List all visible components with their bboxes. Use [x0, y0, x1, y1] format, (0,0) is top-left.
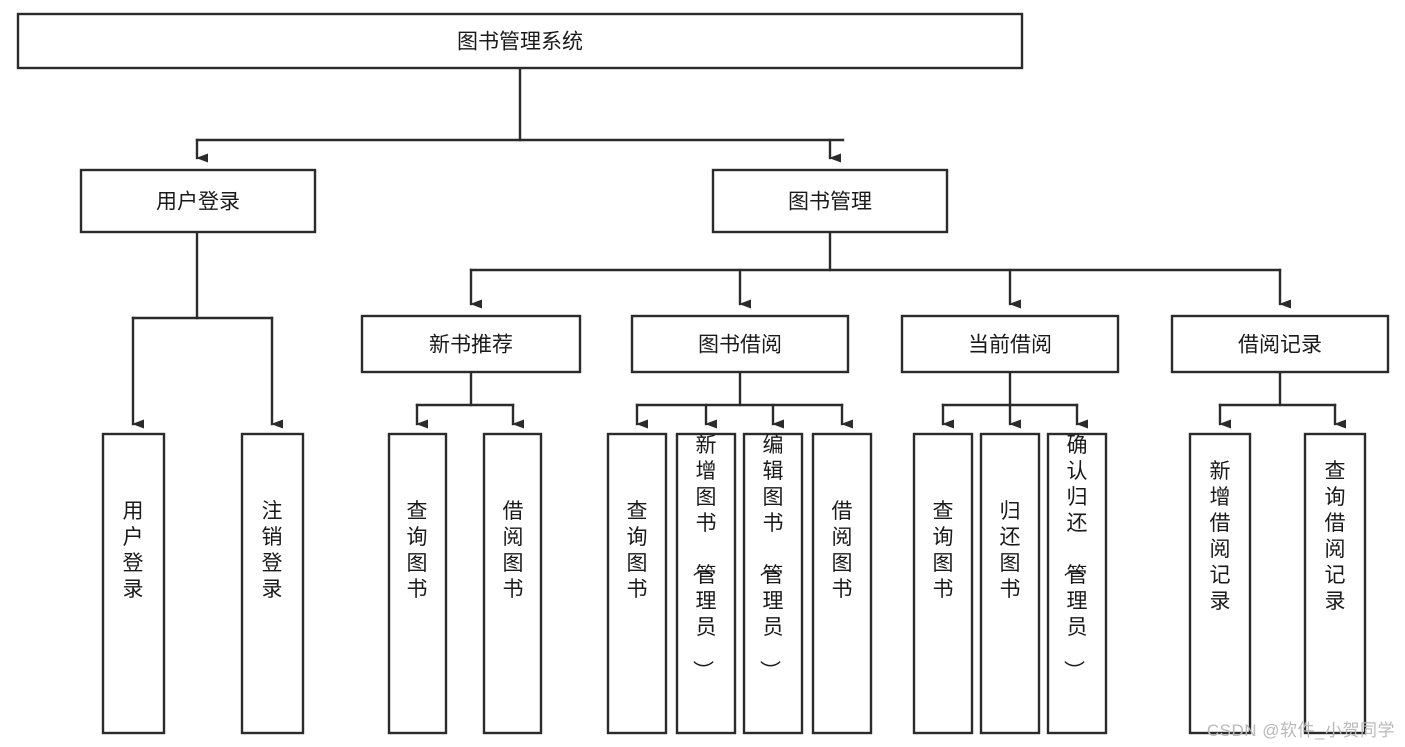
- leaf-query-book-1-label: 查询图书: [407, 500, 428, 601]
- node-book-borrow-box[interactable]: [630, 314, 850, 374]
- node-book-management-label: 图书管理: [788, 191, 872, 214]
- node-current-borrow[interactable]: 当前借阅: [900, 314, 1120, 374]
- node-new-book-recommend-box[interactable]: [360, 314, 582, 374]
- leaf-borrow-book-1[interactable]: 借阅图书: [482, 432, 543, 735]
- node-book-borrow-label: 图书借阅: [698, 334, 782, 357]
- node-book-management[interactable]: 图书管理: [711, 168, 949, 234]
- leaf-query-book-3-label: 查询图书: [933, 500, 954, 601]
- node-new-book-recommend[interactable]: 新书推荐: [360, 314, 582, 374]
- leaf-query-borrow-record[interactable]: 查询借阅记录: [1303, 432, 1367, 735]
- leaf-borrow-book-1-box[interactable]: [482, 432, 543, 735]
- leaf-logout-login-box[interactable]: [240, 432, 305, 735]
- node-current-borrow-label: 当前借阅: [968, 334, 1052, 357]
- node-book-management-box[interactable]: [711, 168, 949, 234]
- node-user-login[interactable]: 用户登录: [79, 168, 317, 234]
- leaf-query-book-2-label: 查询图书: [627, 500, 648, 601]
- leaf-query-borrow-record-label: 查询借阅记录: [1325, 460, 1346, 613]
- leaf-logout-login[interactable]: 注销登录: [240, 432, 305, 735]
- leaf-user-login[interactable]: 用户登录: [101, 432, 166, 735]
- node-current-borrow-box[interactable]: [900, 314, 1120, 374]
- node-borrow-record[interactable]: 借阅记录: [1170, 314, 1390, 374]
- leaf-borrow-book-1-label: 借阅图书: [503, 500, 524, 601]
- leaf-query-book-1-box[interactable]: [387, 432, 448, 735]
- node-root[interactable]: 图书管理系统: [16, 12, 1024, 70]
- leaf-confirm-return-admin-box[interactable]: [1046, 432, 1108, 735]
- leaf-edit-book-admin-label: 编辑图书（管理员）: [758, 434, 784, 681]
- connectors: [131, 66, 1346, 429]
- leaf-edit-book-admin[interactable]: 编辑图书（管理员）: [742, 432, 804, 735]
- leaf-query-book-2-box[interactable]: [606, 432, 668, 735]
- leaf-add-book-admin-label: 新增图书（管理员）: [691, 434, 717, 681]
- node-book-borrow[interactable]: 图书借阅: [630, 314, 850, 374]
- leaf-query-book-3[interactable]: 查询图书: [912, 432, 974, 735]
- leaf-logout-login-label: 注销登录: [262, 500, 283, 601]
- leaf-query-book-2[interactable]: 查询图书: [606, 432, 668, 735]
- leaf-borrow-book-2[interactable]: 借阅图书: [811, 432, 873, 735]
- leaf-user-login-label: 用户登录: [123, 500, 144, 601]
- node-borrow-record-box[interactable]: [1170, 314, 1390, 374]
- leaf-add-book-admin-box[interactable]: [675, 432, 737, 735]
- leaf-borrow-book-2-box[interactable]: [811, 432, 873, 735]
- node-root-box[interactable]: [16, 12, 1024, 70]
- leaf-return-book[interactable]: 归还图书: [979, 432, 1041, 735]
- leaf-borrow-book-2-label: 借阅图书: [832, 500, 853, 601]
- leaf-add-book-admin[interactable]: 新增图书（管理员）: [675, 432, 737, 735]
- leaf-query-book-1[interactable]: 查询图书: [387, 432, 448, 735]
- leaf-return-book-label: 归还图书: [1000, 500, 1021, 601]
- node-user-login-label: 用户登录: [156, 191, 240, 214]
- leaf-add-borrow-record-label: 新增借阅记录: [1210, 460, 1231, 613]
- leaf-query-borrow-record-box[interactable]: [1303, 432, 1367, 735]
- leaf-confirm-return-admin[interactable]: 确认归还（管理员）: [1046, 432, 1108, 735]
- leaf-return-book-box[interactable]: [979, 432, 1041, 735]
- leaf-add-borrow-record[interactable]: 新增借阅记录: [1188, 432, 1252, 735]
- leaf-query-book-3-box[interactable]: [912, 432, 974, 735]
- node-user-login-box[interactable]: [79, 168, 317, 234]
- leaf-user-login-box[interactable]: [101, 432, 166, 735]
- leaf-edit-book-admin-box[interactable]: [742, 432, 804, 735]
- leaf-add-borrow-record-box[interactable]: [1188, 432, 1252, 735]
- leaf-confirm-return-admin-label: 确认归还（管理员）: [1062, 434, 1088, 681]
- node-root-label: 图书管理系统: [457, 31, 583, 54]
- node-new-book-recommend-label: 新书推荐: [429, 334, 513, 357]
- node-borrow-record-label: 借阅记录: [1238, 334, 1322, 357]
